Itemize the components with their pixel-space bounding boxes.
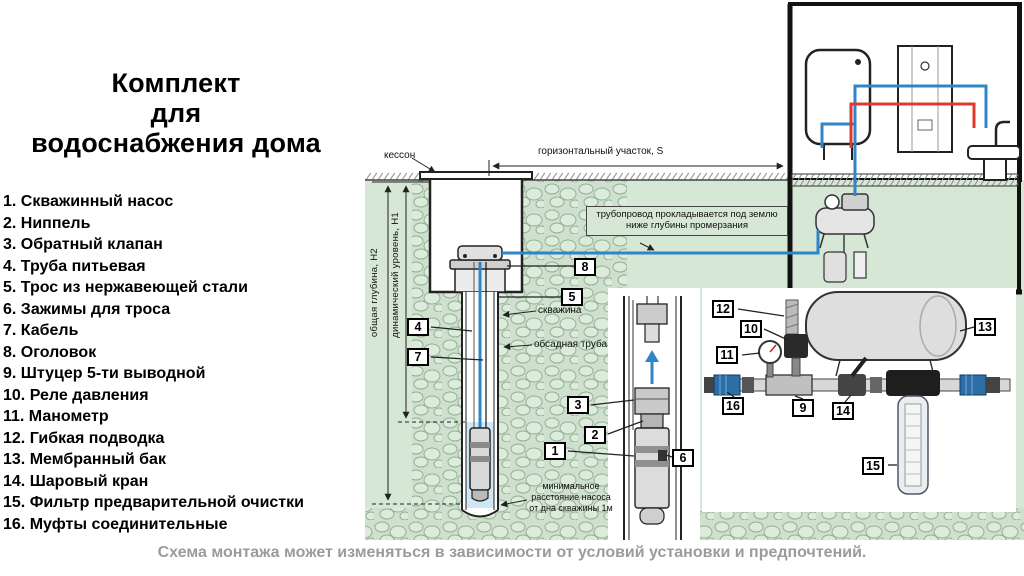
dynamic-level-label: динамический уровень, Н1 [390,212,401,338]
callout-6: 6 [672,449,694,467]
callout-8: 8 [574,258,596,276]
pressure-relay [784,334,808,377]
callout-4: 4 [407,318,429,336]
parts-list-item: 2. Ниппель [3,214,91,232]
parts-list-item: 7. Кабель [3,322,79,339]
callout-2: 2 [584,426,606,444]
well-label: скважина [538,305,582,316]
callout-13: 13 [974,318,996,336]
parts-list-item: 8. Оголовок [3,343,97,361]
total-depth-label: общая глубина, Н2 [369,248,380,338]
five-way-fitting [765,374,813,396]
parts-list: 1. Скважинный насос 2. Ниппель 3. Обратн… [3,191,304,535]
parts-list-item: 6. Зажимы для троса [3,300,171,318]
parts-list-item: 5. Трос из нержавеющей стали [3,279,248,296]
pipeline-depth-note: трубопровод прокладывается под землю ниж… [586,206,788,236]
pre-filter [886,370,940,495]
callout-12: 12 [712,300,734,318]
manometer [758,340,782,378]
callout-11: 11 [716,346,738,364]
pump-detail-view [608,288,700,544]
well-shaft [461,262,499,518]
page-title: Комплект для водоснабжения дома [0,68,352,158]
callout-7: 7 [407,348,429,366]
parts-list-item: 9. Штуцер 5-ти выводной [3,365,206,382]
parts-list-item: 11. Манометр [3,408,109,425]
parts-list-item: 16. Муфты соединительные [3,515,228,533]
ball-valve [838,356,868,396]
pump-body [634,427,670,509]
boiler-panel [897,45,953,153]
callout-3: 3 [567,396,589,414]
title-line: Комплект [111,68,241,98]
callout-1: 1 [544,442,566,460]
cable-clamp [658,450,667,461]
check-valve [634,387,670,415]
leader-lines [430,265,975,466]
horizontal-section-label: горизонтальный участок, S [538,146,664,157]
pipes [502,84,988,255]
caisson [419,171,533,294]
parts-list-item: 1. Скважинный насос [3,193,174,210]
parts-list-item: 3. Обратный клапан [3,236,163,253]
callout-9: 9 [792,399,814,417]
flexible-hose [785,299,799,335]
parts-list-item: 12. Гибкая подводка [3,429,165,447]
callout-10: 10 [740,320,762,338]
casing-pipe-label: обсадная труба [534,339,608,350]
caisson-label: кессон [384,150,416,161]
title-line: для [150,98,202,128]
cold-pipe-underground [502,230,820,255]
pump-station [815,193,875,283]
nipple [640,413,664,429]
parts-list-item: 10. Реле давления [3,386,149,404]
parts-list-item: 14. Шаровый кран [3,472,149,490]
min-distance-note: минимальное расстояние насоса от дна скв… [529,481,613,513]
cold-pipe-house [853,84,988,196]
title-line: водоснабжения дома [31,128,321,158]
callout-16: 16 [722,397,744,415]
equipment-detail-view [702,288,1016,512]
house [787,2,1022,295]
submersible-pump [469,427,491,502]
dimension-lines [372,157,784,508]
footer-note: Схема монтажа может изменяться в зависим… [157,544,867,561]
hot-pipe [849,102,976,148]
parts-list-item: 13. Мембранный бак [3,451,166,468]
parts-list-item: 4. Труба питьевая [3,257,146,275]
callout-14: 14 [832,402,854,420]
sink [967,120,1021,181]
membrane-tank [805,291,967,377]
callout-15: 15 [862,457,884,475]
coupling-right [959,374,987,396]
callout-5: 5 [561,288,583,306]
parts-list-item: 15. Фильтр предварительной очистки [3,494,304,511]
